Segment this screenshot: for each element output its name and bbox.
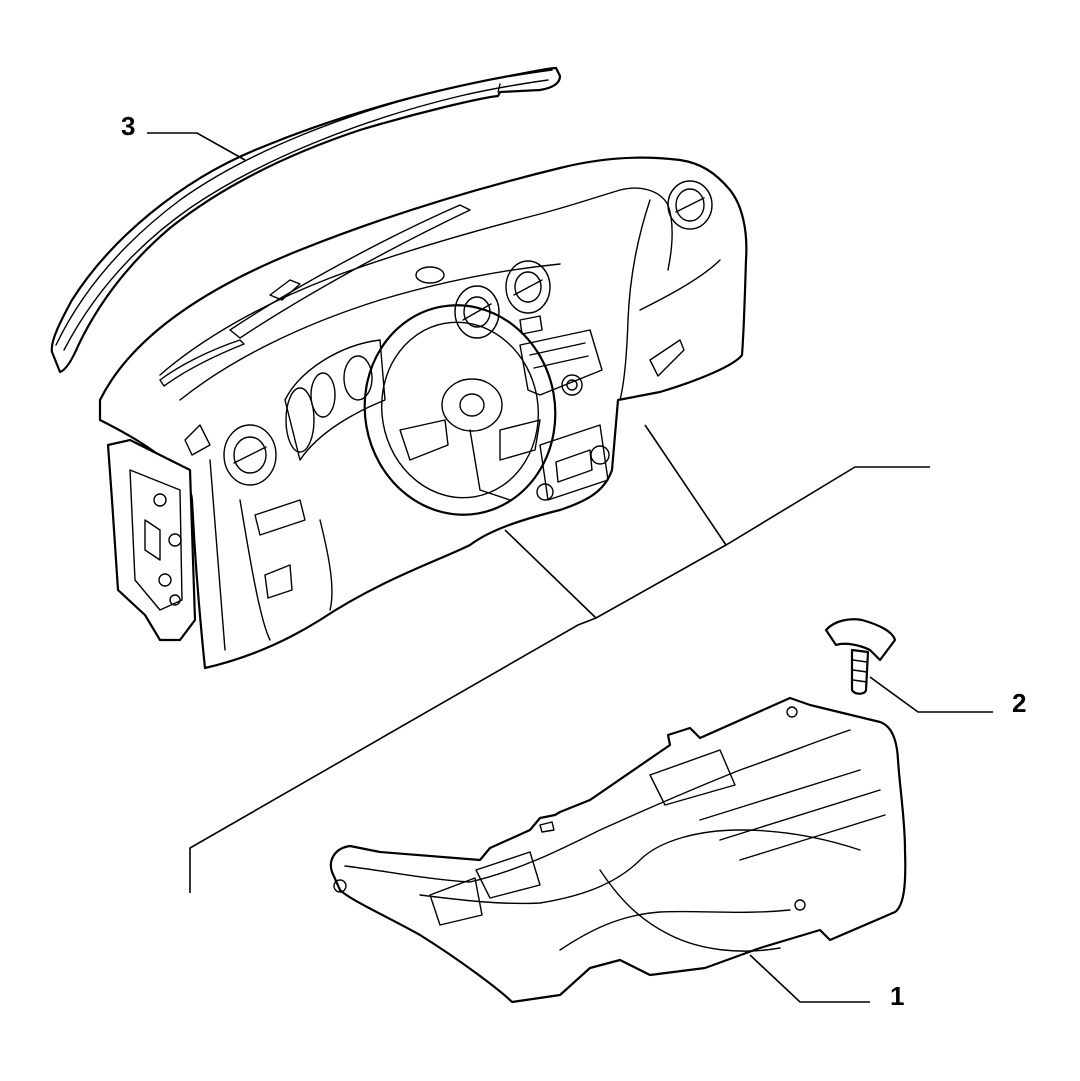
part-2-clip[interactable] [824, 618, 897, 695]
callout-label-1: 1 [890, 981, 904, 1011]
callout-frame-lines [189, 424, 930, 893]
callout-label-2: 2 [1012, 688, 1026, 718]
callout-label-3: 3 [121, 111, 135, 141]
callout-leaders [147, 132, 993, 1003]
part-1-lower-panel[interactable] [329, 696, 907, 1004]
dashboard-assembly [98, 156, 748, 670]
part-3-trim-strip[interactable] [50, 66, 562, 374]
